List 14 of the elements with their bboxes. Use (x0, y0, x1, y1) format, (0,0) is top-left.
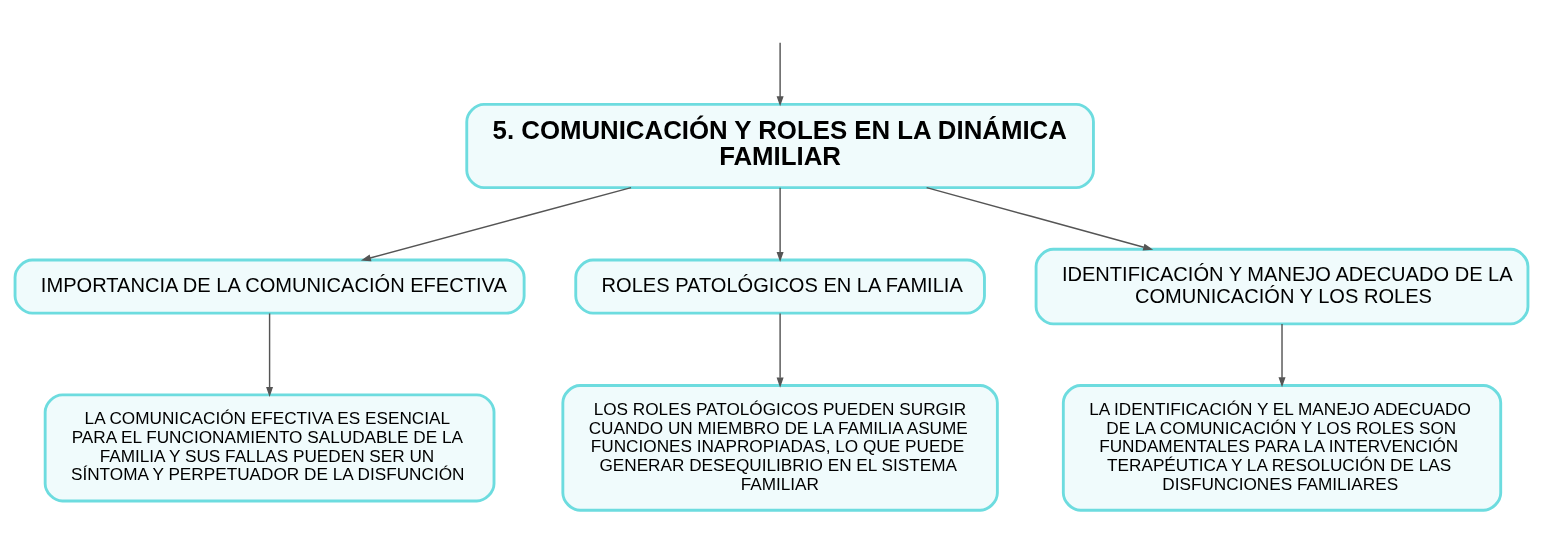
node-box: IMPORTANCIA DE LA COMUNICACIÓN EFECTIVA (13, 258, 526, 315)
node-box: IDENTIFICACIÓN Y MANEJO ADECUADO DE LA COMUNICACIÓN Y LOS ROLES (1034, 247, 1530, 326)
arrow (776, 312, 784, 388)
node-box: 5. COMUNICACIÓN Y ROLES EN LA DINÁMICA FAMILIAR (465, 103, 1095, 190)
arrow (776, 186, 784, 262)
node-box: LOS ROLES PATOLÓGICOS PUEDEN SURGIR CUANDO UN MIEMBRO DE LA FAMILIA ASUME FUNCIONES INAPROPIADAS, LO QUE PUEDE GENERAR DESEQUILIBRIO EN EL SISTEMA FAMILIAR (561, 384, 999, 512)
arrow (776, 42, 784, 107)
arrow (925, 186, 1154, 251)
arrow (1278, 323, 1286, 388)
node-box: LA COMUNICACIÓN EFECTIVA ES ESENCIAL PARA EL FUNCIONAMIENTO SALUDABLE DE LA FAMILIA Y SUS FALLAS PUEDEN SER UN SÍNTOMA Y PERPETUADOR DE LA DISFUNCIÓN (43, 393, 496, 503)
node-box: ROLES PATOLÓGICOS EN LA FAMILIA (574, 258, 986, 315)
node-box: LA IDENTIFICACIÓN Y EL MANEJO ADECUADO DE LA COMUNICACIÓN Y LOS ROLES SON FUNDAMENTALES PARA LA INTERVENCIÓN TERAPÉUTICA Y LA RESOLUCIÓN DE LAS DISFUNCIONES FAMILIARES (1061, 384, 1503, 512)
arrow (266, 312, 274, 397)
arrow (360, 186, 632, 262)
